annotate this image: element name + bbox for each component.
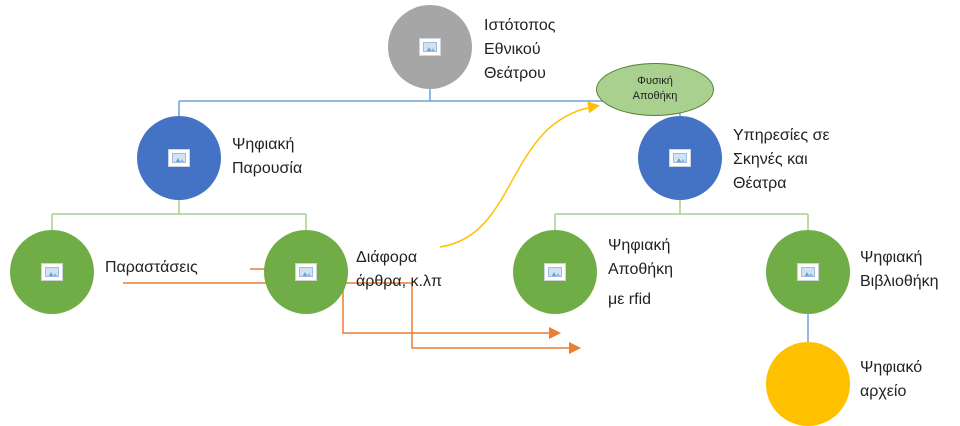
node-digital-library-line-2: Βιβλιοθήκη <box>860 273 939 290</box>
physical-storage-ellipse: Φυσική Αποθήκη <box>596 63 714 116</box>
yellow-arrow-to-physical-storage <box>439 101 600 248</box>
node-root-line-3: Θεάτρου <box>484 65 546 82</box>
node-digital-library-label: Ψηφιακή Βιβλιοθήκη <box>860 246 939 294</box>
node-services-line-2: Σκηνές και <box>733 151 808 168</box>
node-digital-archive-label: Ψηφιακό αρχείο <box>860 356 922 404</box>
node-digital-presence-line-1: Ψηφιακή <box>232 136 295 153</box>
picture-placeholder-icon <box>168 149 190 167</box>
node-articles <box>264 230 348 314</box>
physical-storage-label: Φυσική Αποθήκη <box>597 74 713 104</box>
node-digital-archive <box>766 342 850 426</box>
node-digital-library-line-1: Ψηφιακή <box>860 249 923 266</box>
node-digital-presence <box>137 116 221 200</box>
node-services-label: Υπηρεσίες σε Σκηνές και Θέατρα <box>733 124 830 196</box>
orange-arrow-lower <box>123 282 581 354</box>
node-digital-presence-line-2: Παρουσία <box>232 160 303 177</box>
node-services-line-1: Υπηρεσίες σε <box>733 127 830 144</box>
picture-placeholder-icon <box>295 263 317 281</box>
node-root-line-1: Ιστότοπος <box>484 17 556 34</box>
node-performances-label: Παραστάσεις <box>105 259 198 276</box>
picture-placeholder-icon <box>419 38 441 56</box>
node-root-label: Ιστότοπος Εθνικού Θεάτρου <box>484 14 556 86</box>
node-digital-storage-label: Ψηφιακή Αποθήκη με rfid <box>608 234 673 312</box>
node-articles-line-1: Διάφορα <box>356 249 418 266</box>
node-services <box>638 116 722 200</box>
node-digital-storage <box>513 230 597 314</box>
node-performances <box>10 230 94 314</box>
node-services-line-3: Θέατρα <box>733 175 787 192</box>
physical-storage-line-1: Φυσική <box>637 75 673 87</box>
picture-placeholder-icon <box>544 263 566 281</box>
node-articles-line-2: άρθρα, κ.λπ <box>356 273 442 290</box>
node-root-line-2: Εθνικού <box>484 41 541 58</box>
picture-placeholder-icon <box>669 149 691 167</box>
node-digital-archive-line-2: αρχείο <box>860 383 907 400</box>
node-digital-storage-line-2: Αποθήκη <box>608 261 674 278</box>
node-digital-storage-line-1: Ψηφιακή <box>608 237 671 254</box>
physical-storage-line-2: Αποθήκη <box>632 90 678 102</box>
node-digital-storage-line-3: με rfid <box>608 291 652 308</box>
picture-placeholder-icon <box>41 263 63 281</box>
picture-placeholder-icon <box>797 263 819 281</box>
node-digital-presence-label: Ψηφιακή Παρουσία <box>232 133 302 181</box>
node-digital-archive-line-1: Ψηφιακό <box>860 359 923 376</box>
node-articles-label: Διάφορα άρθρα, κ.λπ <box>356 246 442 294</box>
node-digital-library <box>766 230 850 314</box>
node-root <box>388 5 472 89</box>
